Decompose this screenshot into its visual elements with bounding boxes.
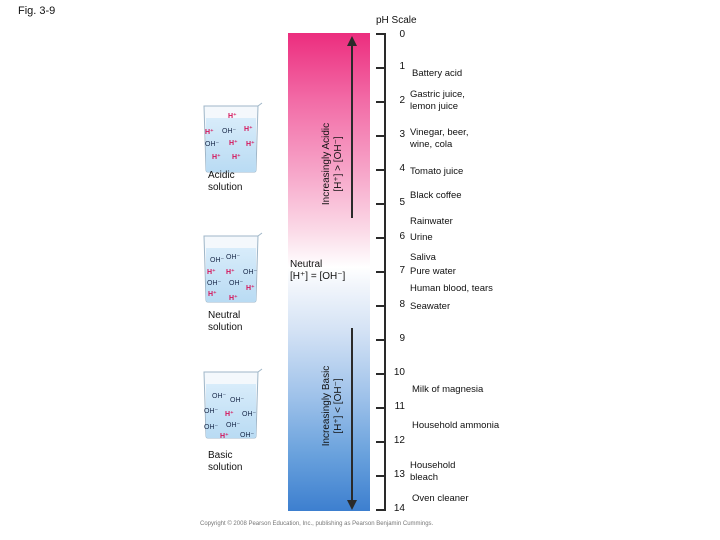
ph-number: 4: [399, 163, 405, 174]
ph-number: 5: [399, 197, 405, 208]
example-pure-water: Pure water: [410, 266, 456, 277]
basic-arrow-relation: [H⁺] < [OH⁻]: [333, 378, 344, 434]
h-ion: H⁺: [220, 433, 229, 440]
h-ion: H⁺: [208, 291, 217, 298]
example-seawater: Seawater: [410, 301, 451, 312]
acidic-arrow-relation: [H⁺] > [OH⁻]: [333, 136, 344, 192]
ph-gradient-bar: [288, 33, 370, 511]
tick-7: [376, 271, 386, 273]
figure-label: Fig. 3-9: [18, 5, 56, 17]
example-human-blood: Human blood, tears: [410, 283, 493, 294]
oh-ion: OH⁻: [229, 280, 244, 287]
tick-13: [376, 475, 386, 477]
ph-number: 0: [399, 29, 405, 40]
h-ion: H⁺: [229, 295, 238, 302]
h-ion: H⁺: [229, 140, 238, 147]
h-ion: H⁺: [246, 141, 255, 148]
example-tomato-juice: Tomato juice: [410, 166, 464, 177]
oh-ion: OH⁻: [222, 128, 237, 135]
ph-number: 13: [393, 469, 405, 480]
neutral-label: Neutral [H⁺] = [OH⁻]: [290, 259, 360, 283]
copyright-text: Copyright © 2008 Pearson Education, Inc.…: [200, 521, 434, 527]
ph-number: 10: [393, 367, 405, 378]
basic-arrow-label: Increasingly Basic [H⁺] < [OH⁻]: [321, 351, 345, 461]
acidic-solution-label: Acidic solution: [208, 170, 243, 193]
neutral-solution-label: Neutral solution: [208, 310, 243, 333]
example-gastric-juice: Gastric juice, lemon juice: [410, 89, 465, 112]
ph-number: 6: [399, 231, 405, 242]
ph-scale-title: pH Scale: [376, 15, 417, 26]
oh-ion: OH⁻: [210, 257, 225, 264]
tick-9: [376, 339, 386, 341]
ph-number: 1: [399, 61, 405, 72]
tick-2: [376, 101, 386, 103]
oh-ion: OH⁻: [207, 280, 222, 287]
example-oven-cleaner: Oven cleaner: [412, 493, 469, 504]
tick-6: [376, 237, 386, 239]
h-ion: H⁺: [244, 126, 253, 133]
ph-number: 9: [399, 333, 405, 344]
basic-beaker-icon: [203, 368, 263, 439]
neutral-label-title: Neutral: [290, 259, 323, 270]
example-household-bleach: Household bleach: [410, 460, 456, 483]
h-ion: H⁺: [232, 154, 241, 161]
tick-4: [376, 169, 386, 171]
acidic-arrow-label: Increasingly Acidic [H⁺] > [OH⁻]: [321, 109, 345, 219]
tick-3: [376, 135, 386, 137]
tick-12: [376, 441, 386, 443]
ph-number: 8: [399, 299, 405, 310]
oh-ion: OH⁻: [240, 432, 255, 439]
acidic-beaker-icon: [203, 102, 263, 173]
tick-11: [376, 407, 386, 409]
basic-arrow-title: Increasingly Basic: [321, 365, 332, 447]
tick-14: [376, 509, 386, 511]
example-battery-acid: Battery acid: [412, 68, 463, 79]
neutral-label-relation: [H⁺] = [OH⁻]: [290, 271, 346, 282]
example-black-coffee: Black coffee: [410, 190, 462, 201]
tick-8: [376, 305, 386, 307]
example-household-ammonia: Household ammonia: [412, 420, 500, 431]
example-rainwater: Rainwater: [410, 216, 453, 227]
ph-number: 11: [394, 401, 405, 412]
ph-number: 3: [399, 129, 405, 140]
oh-ion: OH⁻: [212, 393, 227, 400]
h-ion: H⁺: [246, 285, 255, 292]
oh-ion: OH⁻: [226, 422, 241, 429]
oh-ion: OH⁻: [205, 141, 220, 148]
h-ion: H⁺: [207, 269, 216, 276]
ph-number: 7: [399, 265, 405, 276]
double-arrow-icon: [347, 36, 357, 510]
ph-number: 2: [399, 95, 405, 106]
example-vinegar: Vinegar, beer, wine, cola: [410, 127, 469, 150]
h-ion: H⁺: [226, 269, 235, 276]
neutral-beaker-icon: [203, 232, 263, 303]
oh-ion: OH⁻: [242, 411, 257, 418]
acidic-arrow-title: Increasingly Acidic: [321, 122, 332, 206]
oh-ion: OH⁻: [204, 408, 219, 415]
h-ion: H⁺: [212, 154, 221, 161]
tick-10: [376, 373, 386, 375]
tick-5: [376, 203, 386, 205]
example-saliva: Saliva: [410, 252, 436, 263]
h-ion: H⁺: [228, 113, 237, 120]
oh-ion: OH⁻: [226, 254, 241, 261]
tick-1: [376, 67, 386, 69]
h-ion: H⁺: [225, 411, 234, 418]
h-ion: H⁺: [205, 129, 214, 136]
basic-solution-label: Basic solution: [208, 450, 243, 473]
tick-0: [376, 33, 386, 35]
oh-ion: OH⁻: [204, 424, 219, 431]
oh-ion: OH⁻: [243, 269, 258, 276]
example-urine: Urine: [410, 232, 433, 243]
oh-ion: OH⁻: [230, 397, 245, 404]
example-milk-of-magnesia: Milk of magnesia: [412, 384, 484, 395]
ph-number: 14: [393, 503, 405, 514]
ph-number: 12: [393, 435, 405, 446]
